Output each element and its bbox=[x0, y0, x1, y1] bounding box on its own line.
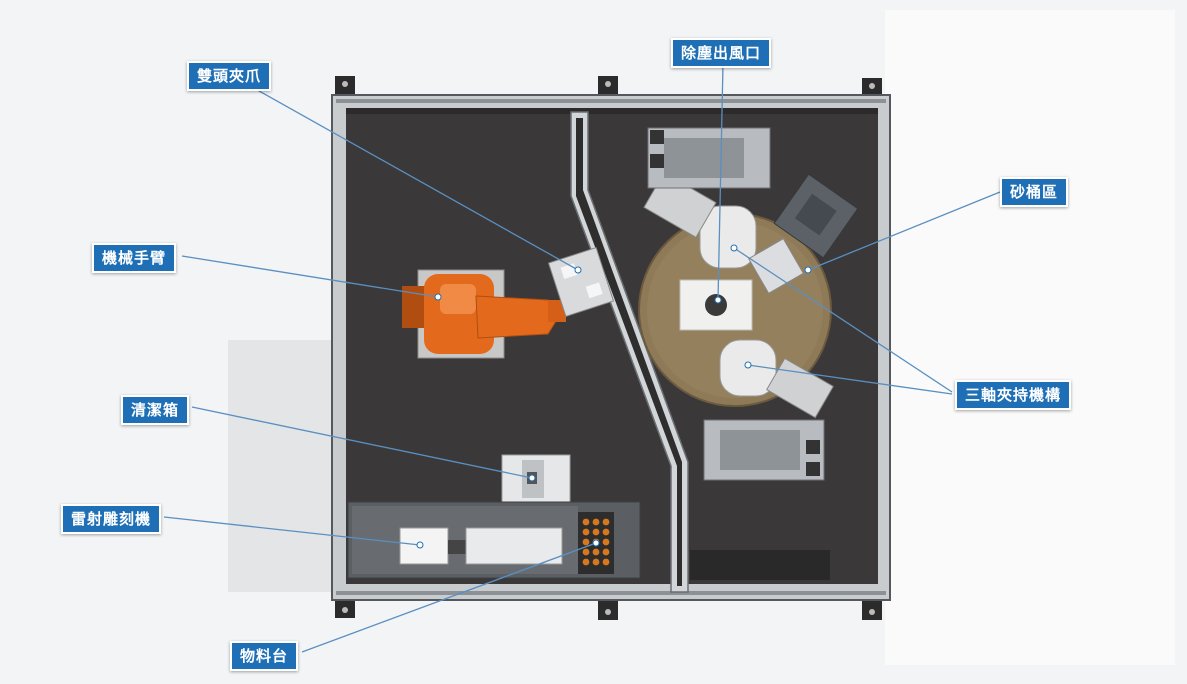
leader-dual-gripper bbox=[251, 86, 579, 271]
leader-clamp-b bbox=[747, 364, 953, 395]
three-axis-clamp-shapes bbox=[643, 171, 834, 419]
robot-arm-shape bbox=[402, 269, 566, 359]
cleaning-box-shape bbox=[501, 454, 571, 504]
leader-lines bbox=[163, 63, 1001, 653]
callout-dual-gripper: 雙頭夾爪 bbox=[187, 61, 272, 91]
callout-sand-bucket-area: 砂桶區 bbox=[1000, 177, 1069, 207]
callout-robot-arm: 機械手臂 bbox=[92, 243, 177, 273]
callout-laser-engraver: 雷射雕刻機 bbox=[61, 504, 162, 534]
right-pale-panel bbox=[885, 10, 1175, 665]
callout-three-axis-clamp: 三軸夾持機構 bbox=[955, 380, 1072, 410]
leader-cleaning-box bbox=[191, 406, 533, 479]
leader-sand-bucket bbox=[807, 191, 1001, 271]
leader-material-table bbox=[301, 542, 597, 653]
leader-dust-outlet bbox=[717, 63, 724, 301]
callout-material-table: 物料台 bbox=[230, 641, 299, 671]
callout-dust-outlet: 除塵出風口 bbox=[671, 38, 772, 68]
dual-gripper-shape bbox=[547, 247, 615, 317]
leader-robot-arm bbox=[181, 255, 439, 298]
dust-outlet-shapes bbox=[647, 127, 825, 481]
leader-clamp-a bbox=[733, 247, 953, 393]
left-shadow-panel bbox=[228, 340, 332, 592]
callout-cleaning-box: 清潔箱 bbox=[121, 395, 190, 425]
leader-laser-engraver bbox=[163, 516, 421, 546]
sand-bucket-shape bbox=[773, 173, 859, 259]
leader-end-dots bbox=[416, 244, 812, 549]
